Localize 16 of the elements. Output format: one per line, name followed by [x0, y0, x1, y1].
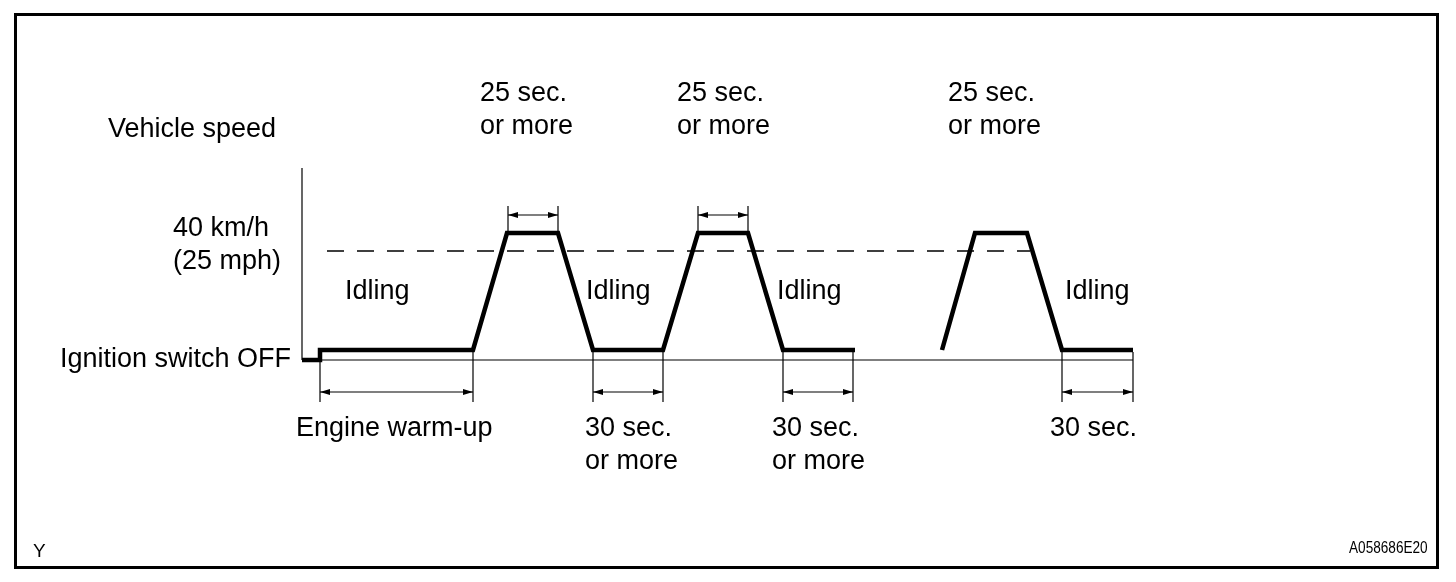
figure-code: A058686E20 — [1349, 540, 1428, 556]
phase-label: Idling — [586, 274, 651, 307]
duration-label: 25 sec. or more — [480, 76, 575, 142]
phase-label: Idling — [1065, 274, 1130, 307]
duration-label: Engine warm-up — [296, 411, 493, 444]
figure-mark: Y — [33, 541, 46, 560]
duration-label: 25 sec. or more — [948, 76, 1043, 142]
phase-label: Idling — [345, 274, 410, 307]
duration-label: 30 sec. or more — [585, 411, 680, 477]
baseline-label: Ignition switch OFF — [60, 342, 292, 375]
duration-label: 25 sec. or more — [677, 76, 772, 142]
speed-level-label: 40 km/h (25 mph) — [173, 211, 283, 277]
duration-label: 30 sec. or more — [772, 411, 867, 477]
axis-title: Vehicle speed — [108, 112, 277, 145]
phase-label: Idling — [777, 274, 842, 307]
duration-label: 30 sec. — [1050, 411, 1139, 444]
